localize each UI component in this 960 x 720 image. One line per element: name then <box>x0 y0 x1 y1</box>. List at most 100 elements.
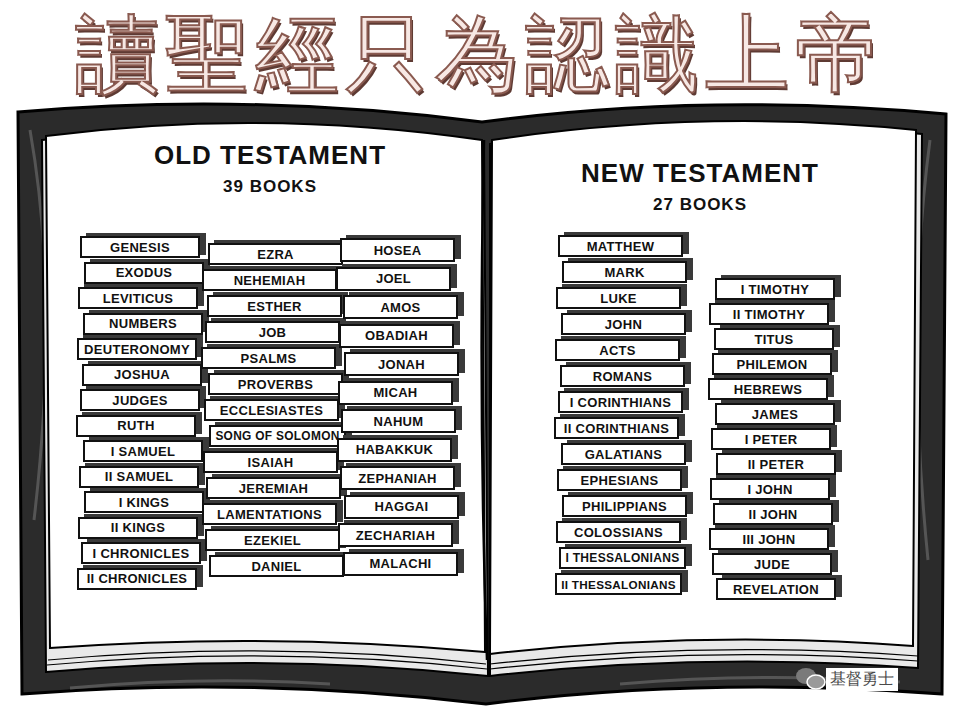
book-spine: PSALMS <box>201 347 336 369</box>
book-spine: I PETER <box>711 428 831 450</box>
book-spine: MARK <box>562 261 687 283</box>
right-page <box>490 121 916 654</box>
book-spine: ROMANS <box>560 365 685 387</box>
book-title: EPHESIANS <box>581 473 659 488</box>
book-title: II PETER <box>748 457 805 472</box>
book-spine: HEBREWS <box>708 378 828 400</box>
book-title: MALACHI <box>369 556 431 571</box>
book-title: I JOHN <box>747 482 792 497</box>
book-spine: ECCLESIASTES <box>204 399 339 421</box>
book-spine: JOSHUA <box>82 364 202 386</box>
book-spine: OBADIAH <box>339 324 454 348</box>
book-spine: JUDE <box>712 553 832 575</box>
book-title: JOHN <box>605 317 642 332</box>
book-title: REVELATION <box>733 582 819 597</box>
book-title: MATTHEW <box>587 239 655 254</box>
book-spine: II JOHN <box>713 503 833 525</box>
book-title: PSALMS <box>241 351 297 366</box>
book-title: PHILEMON <box>736 357 807 372</box>
book-title: II CHRONICLES <box>87 571 188 586</box>
book-spine: II PETER <box>716 453 836 475</box>
book-title: MARK <box>604 265 644 280</box>
book-title: I KINGS <box>119 495 170 510</box>
book-spine: ZECHARIAH <box>338 523 453 547</box>
book-spine: COLOSSIANS <box>556 521 681 543</box>
book-title: ZECHARIAH <box>356 528 435 543</box>
book-cover <box>18 104 946 704</box>
book-spine: EXODUS <box>84 262 204 284</box>
book-title: HOSEA <box>374 243 422 258</box>
book-spine: TITUS <box>714 328 834 350</box>
book-title: TITUS <box>754 332 793 347</box>
book-title: GALATIANS <box>585 447 663 462</box>
book-title: ZEPHANIAH <box>358 471 437 486</box>
book-spine: AMOS <box>343 295 458 319</box>
book-title: NEHEMIAH <box>234 273 306 288</box>
book-spine: I SAMUEL <box>83 440 203 462</box>
book-spine: NAHUM <box>341 409 456 433</box>
book-title: PHILIPPIANS <box>582 499 667 514</box>
book-title: II JOHN <box>748 507 797 522</box>
book-title: I CORINTHIANS <box>570 395 671 410</box>
book-title: HEBREWS <box>734 382 803 397</box>
book-title: EZRA <box>257 247 294 262</box>
book-title: NUMBERS <box>109 316 177 331</box>
book-spine: JEREMIAH <box>206 477 341 499</box>
book-title: LEVITICUS <box>103 291 174 306</box>
testament-page: NEW TESTAMENT27 BOOKSMATTHEWMARKLUKEJOHN… <box>490 120 920 660</box>
book-title: JONAH <box>378 357 425 372</box>
book-title: III JOHN <box>743 532 796 547</box>
wechat-icon <box>796 668 825 689</box>
book-title: AMOS <box>380 300 420 315</box>
book-title: DANIEL <box>251 559 301 574</box>
book-title: EXODUS <box>116 265 173 280</box>
book-title: I CHRONICLES <box>93 546 190 561</box>
book-spine: GENESIS <box>80 236 200 258</box>
book-spine: PHILIPPIANS <box>562 495 687 517</box>
book-spine: JOB <box>205 321 340 343</box>
book-title: II SAMUEL <box>105 469 173 484</box>
book-spine: JOHN <box>561 313 686 335</box>
book-title: JAMES <box>752 407 798 422</box>
book-title: PROVERBS <box>238 377 313 392</box>
book-spine: II KINGS <box>78 517 198 539</box>
book-spine: JUDGES <box>80 389 200 411</box>
book-title: SONG OF SOLOMON <box>215 429 339 443</box>
book-title: JOEL <box>376 271 411 286</box>
book-count: 27 BOOKS <box>555 195 845 215</box>
book-spine: NUMBERS <box>83 313 203 335</box>
book-spine: LAMENTATIONS <box>202 503 337 525</box>
book-spine: NEHEMIAH <box>202 269 337 291</box>
book-spine: EPHESIANS <box>557 469 682 491</box>
book-spine: EZRA <box>208 243 343 265</box>
book-title: ECCLESIASTES <box>220 403 323 418</box>
book-spine: SONG OF SOLOMON <box>209 425 346 447</box>
book-spine: PHILEMON <box>712 353 832 375</box>
book-title: HAGGAI <box>375 499 429 514</box>
book-spine: JOEL <box>336 267 451 291</box>
book-title: COLOSSIANS <box>574 525 663 540</box>
book-title: JEREMIAH <box>239 481 309 496</box>
book-title: I PETER <box>745 432 798 447</box>
book-title: II THESSALONIANS <box>561 578 676 591</box>
book-spine: JAMES <box>715 403 835 425</box>
book-title: I TIMOTHY <box>741 282 809 297</box>
book-spine: II THESSALONIANS <box>555 573 682 595</box>
testament-page: OLD TESTAMENT39 BOOKS GENESIS EXODUS LEVITI… <box>40 120 490 660</box>
book-spine: GALATIANS <box>561 443 686 465</box>
testament-heading-block: OLD TESTAMENT39 BOOKS <box>135 140 405 197</box>
book-spine: II CHRONICLES <box>77 568 197 590</box>
book-title: DEUTERONOMY <box>84 342 190 357</box>
book-title: JOB <box>259 325 287 340</box>
book-title: JOSHUA <box>114 367 170 382</box>
book-spine: II CORINTHIANS <box>554 417 679 439</box>
book-title: GENESIS <box>110 240 170 255</box>
book-spine: HABAKKUK <box>337 438 452 462</box>
book-title: I THESSALONIANS <box>565 551 679 565</box>
book-title: ROMANS <box>593 369 653 384</box>
book-spine: JONAH <box>344 352 459 376</box>
book-title: RUTH <box>117 418 154 433</box>
page-title: 讀聖經只為認識上帝 <box>0 0 960 110</box>
book-title: HABAKKUK <box>356 442 434 457</box>
book-spine: RUTH <box>76 415 196 437</box>
